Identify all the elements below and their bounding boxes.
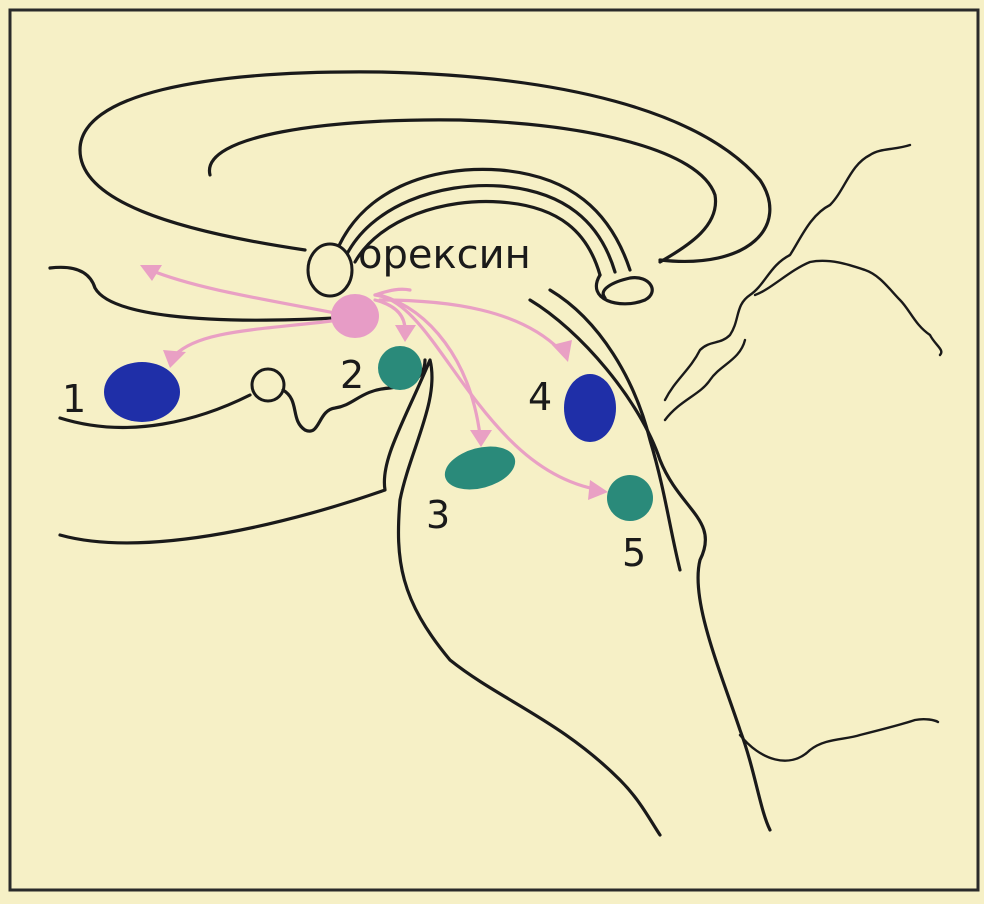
target-nucleus-1 — [104, 362, 180, 422]
target-nucleus-4 — [564, 374, 616, 442]
target-nucleus-2 — [378, 346, 422, 390]
optic-chiasm — [252, 369, 284, 401]
label-4: 4 — [528, 375, 552, 419]
orexin-source — [331, 294, 379, 338]
label-2: 2 — [340, 353, 364, 397]
label-orexin: орексин — [358, 232, 531, 278]
label-1: 1 — [62, 377, 86, 421]
label-3: 3 — [426, 493, 450, 537]
label-5: 5 — [622, 531, 646, 575]
orexin-nucleus-outline — [308, 244, 352, 296]
target-nucleus-5 — [607, 475, 653, 521]
